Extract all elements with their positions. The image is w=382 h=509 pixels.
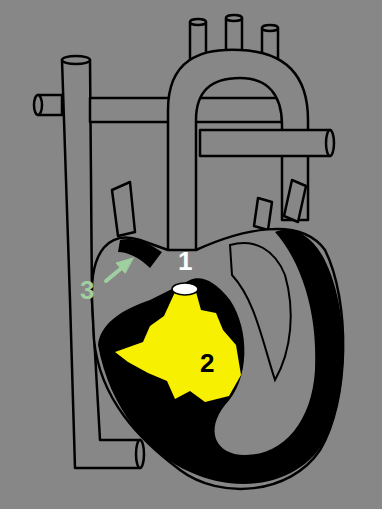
callout-number: 1 bbox=[178, 246, 192, 276]
callout-number: 3 bbox=[80, 275, 94, 305]
callout-number-holder: 1 bbox=[178, 248, 192, 274]
callout-number-holder: 2 bbox=[200, 350, 214, 376]
callout-number: 2 bbox=[200, 348, 214, 378]
callout-number-holder: 3 bbox=[80, 277, 94, 303]
